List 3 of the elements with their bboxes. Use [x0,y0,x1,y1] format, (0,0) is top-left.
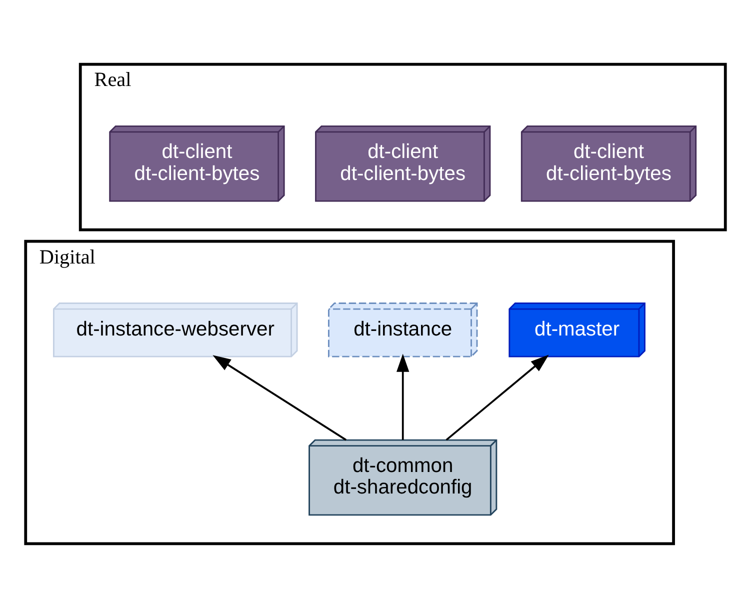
arrow [212,355,347,441]
arrow [396,354,410,440]
arrow [446,354,549,441]
